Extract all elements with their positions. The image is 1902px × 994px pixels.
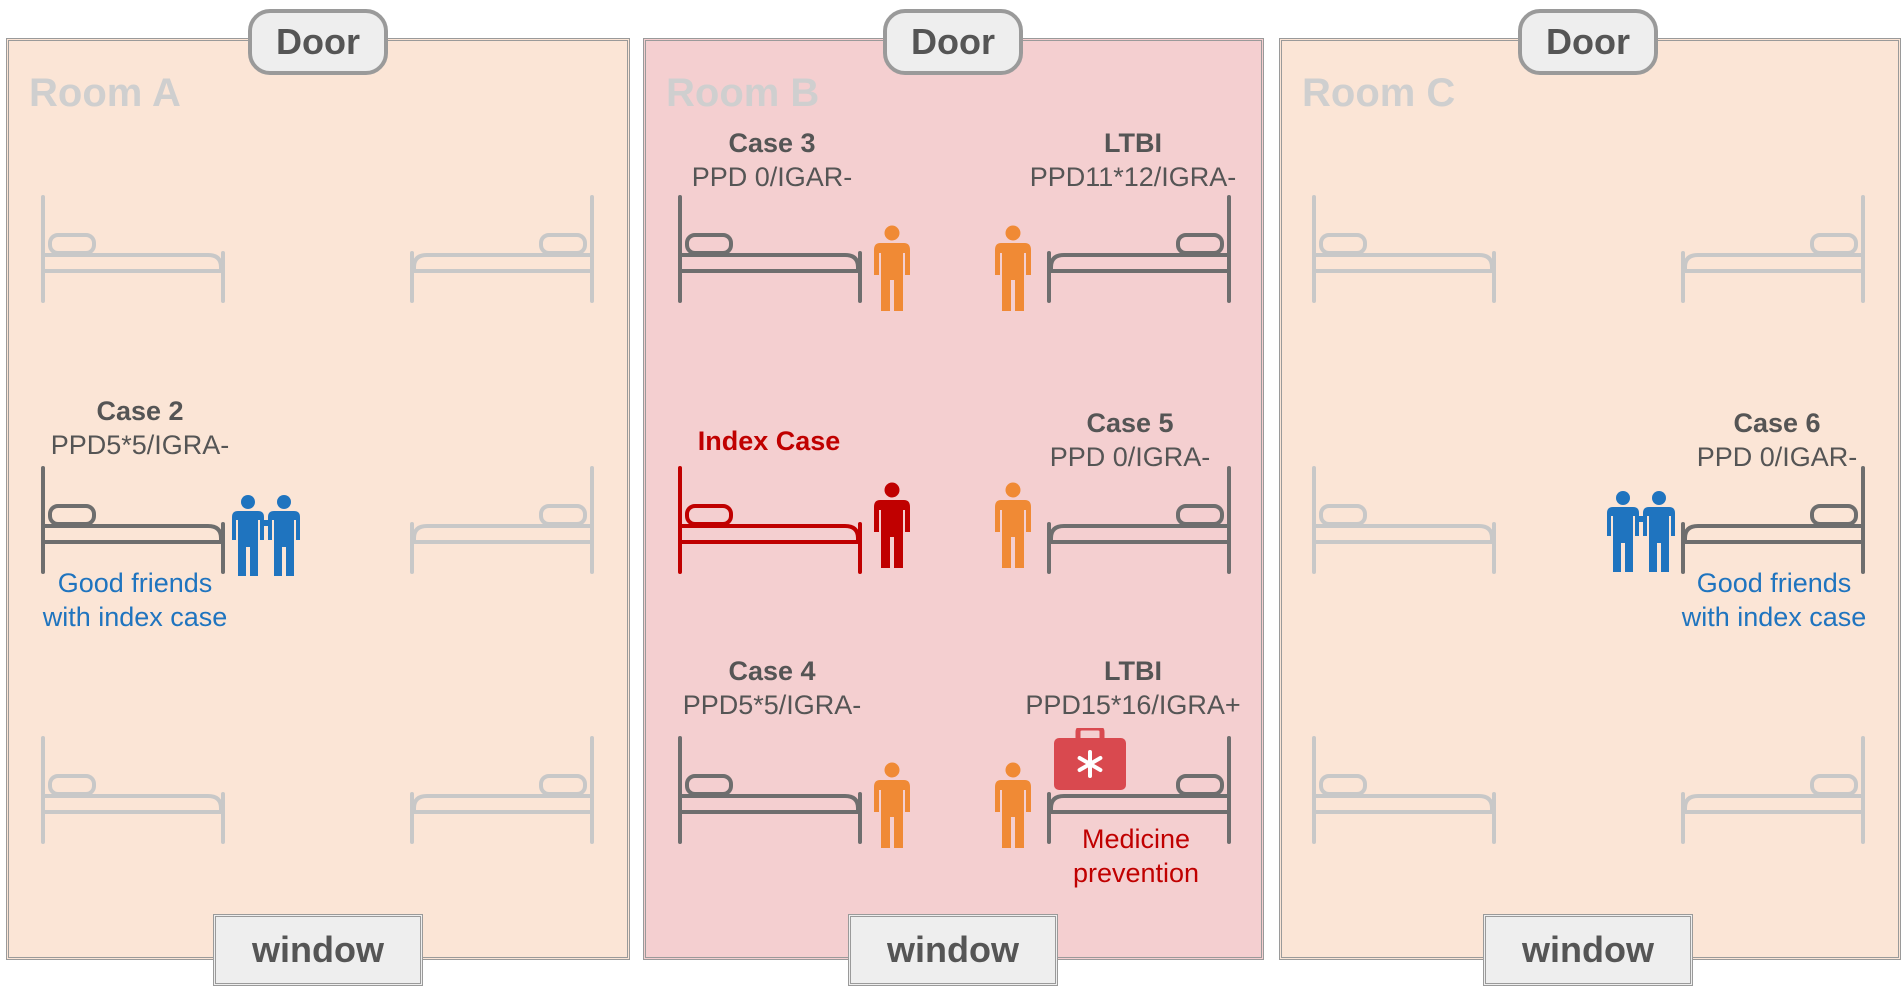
- room-title: Room C: [1302, 71, 1456, 115]
- bed-icon: [40, 466, 226, 574]
- case-test: PPD5*5/IGRA-: [50, 430, 230, 460]
- case-name: LTBI: [1104, 128, 1162, 158]
- bed-icon: [677, 195, 863, 303]
- case-name: LTBI: [1104, 656, 1162, 686]
- case-test: PPD 0/IGRA-: [1049, 442, 1211, 472]
- bed-icon: [40, 195, 226, 303]
- two-people-icon: [1606, 490, 1676, 572]
- bed-icon: [1680, 195, 1866, 303]
- note-line: Good friends: [57, 568, 213, 598]
- bed-icon: [677, 466, 863, 574]
- door-room-b: Door: [883, 9, 1023, 75]
- room-title: Room A: [29, 71, 181, 115]
- case-test: PPD11*12/IGRA-: [1029, 162, 1237, 192]
- person-icon: [872, 225, 912, 311]
- bed-icon: [409, 466, 595, 574]
- room-b: Room B: [643, 38, 1264, 960]
- case-name: Case 4: [728, 656, 816, 686]
- bed-icon: [409, 195, 595, 303]
- room-a: Room A: [6, 38, 630, 960]
- bed-icon: [1046, 195, 1232, 303]
- case-name: Case 2: [96, 396, 184, 426]
- bed-icon: [1311, 466, 1497, 574]
- person-icon: [872, 482, 912, 568]
- case-test: PPD5*5/IGRA-: [682, 690, 862, 720]
- note-line: Good friends: [1696, 568, 1852, 598]
- bed-icon: [1680, 466, 1866, 574]
- room-c: Room C: [1279, 38, 1901, 960]
- door-room-a: Door: [248, 9, 388, 75]
- person-icon: [993, 762, 1033, 848]
- case-test: PPD 0/IGAR-: [691, 162, 853, 192]
- case-test: PPD15*16/IGRA+: [1025, 690, 1241, 720]
- person-icon: [993, 482, 1033, 568]
- case-test: PPD 0/IGAR-: [1696, 442, 1858, 472]
- door-room-c: Door: [1518, 9, 1658, 75]
- case-name: Index Case: [697, 426, 841, 456]
- two-people-icon: [231, 494, 301, 576]
- case-name: Case 5: [1086, 408, 1174, 438]
- window-room-c: window: [1483, 914, 1693, 986]
- person-icon: [993, 225, 1033, 311]
- case-name: Case 3: [728, 128, 816, 158]
- bed-icon: [40, 736, 226, 844]
- note-line: prevention: [1072, 858, 1200, 888]
- note-line: with index case: [42, 602, 228, 632]
- first-aid-kit-icon: [1054, 728, 1126, 790]
- room-title: Room B: [666, 71, 820, 115]
- window-room-b: window: [848, 914, 1058, 986]
- bed-icon: [1680, 736, 1866, 844]
- bed-icon: [677, 736, 863, 844]
- note-line: Medicine: [1081, 824, 1191, 854]
- case-name: Case 6: [1733, 408, 1821, 438]
- bed-icon: [1311, 736, 1497, 844]
- bed-icon: [409, 736, 595, 844]
- note-line: with index case: [1681, 602, 1867, 632]
- person-icon: [872, 762, 912, 848]
- bed-icon: [1311, 195, 1497, 303]
- bed-icon: [1046, 466, 1232, 574]
- window-room-a: window: [213, 914, 423, 986]
